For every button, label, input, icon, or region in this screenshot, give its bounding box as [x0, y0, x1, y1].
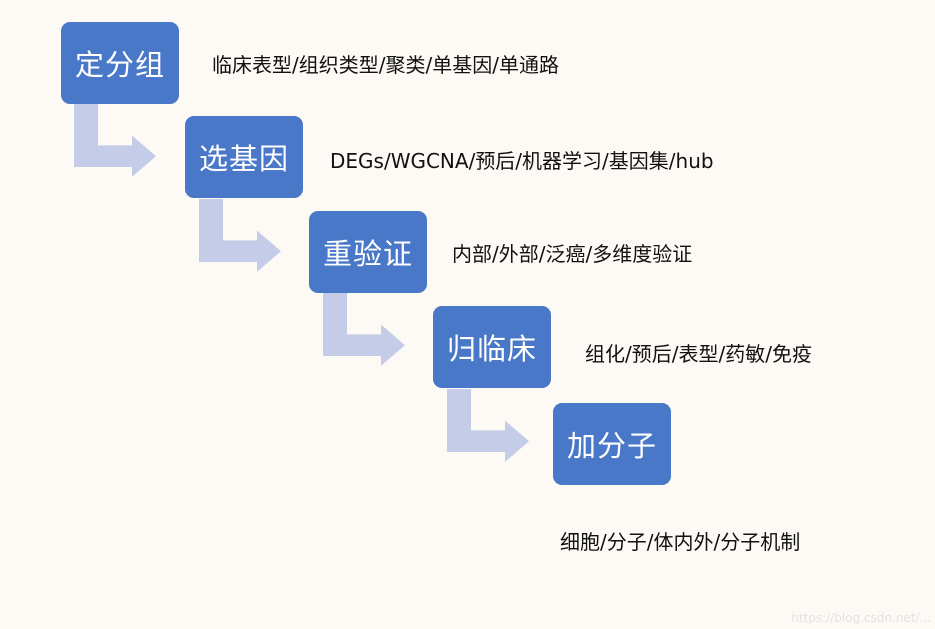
step-desc-1: 临床表型/组织类型/聚类/单基因/单通路	[212, 53, 559, 77]
step-desc-2: DEGs/WGCNA/预后/机器学习/基因集/hub	[330, 149, 714, 173]
step-box-5: 加分子	[553, 403, 671, 485]
step-box-1: 定分组	[61, 22, 179, 104]
step-box-2: 选基因	[185, 116, 303, 198]
step-desc-5: 细胞/分子/体内外/分子机制	[560, 530, 801, 554]
step-box-3: 重验证	[309, 211, 427, 293]
step-desc-3: 内部/外部/泛癌/多维度验证	[452, 242, 693, 266]
connector-arrow-2	[199, 199, 281, 272]
step-desc-4: 组化/预后/表型/药敏/免疫	[585, 342, 812, 366]
connector-arrow-1	[74, 104, 156, 177]
connector-arrow-3	[323, 293, 405, 366]
step-box-4: 归临床	[433, 306, 551, 388]
connector-arrow-4	[447, 389, 529, 462]
watermark-text: https://blog.csdn.net/...	[791, 611, 931, 625]
